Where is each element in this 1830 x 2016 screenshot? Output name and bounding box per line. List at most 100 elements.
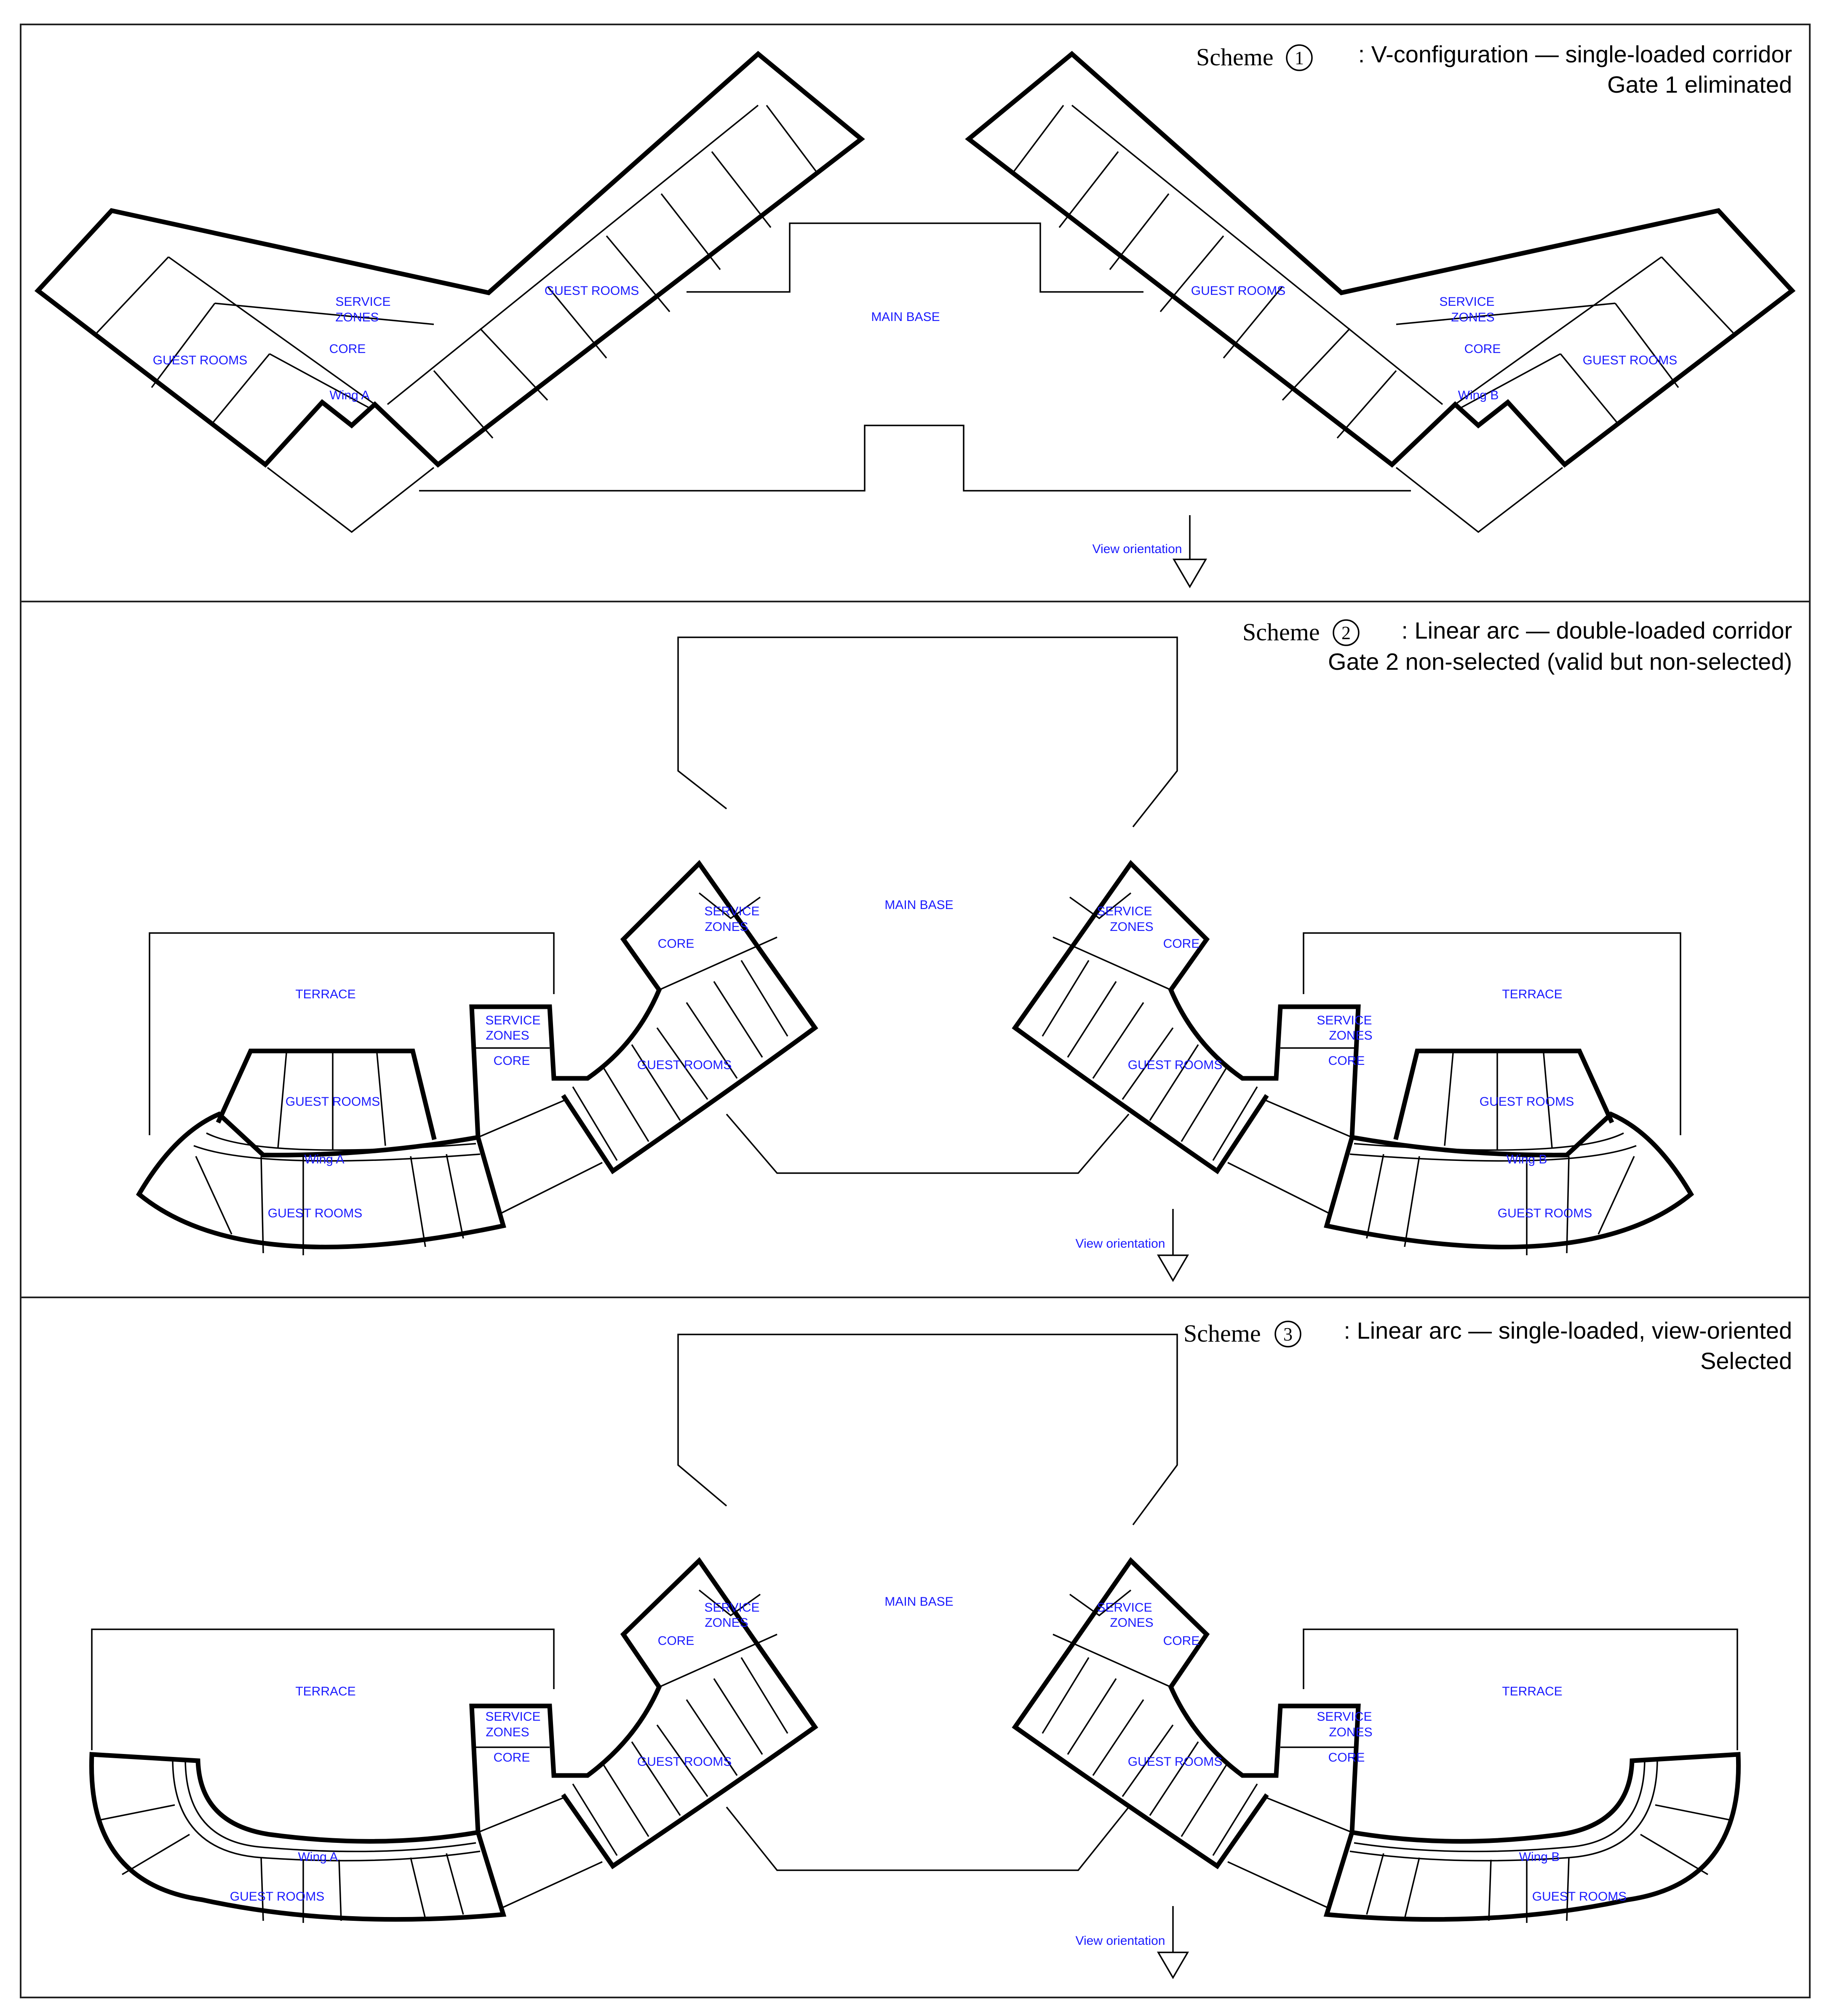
core-label: CORE <box>1464 342 1501 356</box>
scheme-1-labels: MAIN BASE GUEST ROOMS SERVICE ZONES CORE… <box>153 284 1677 402</box>
scheme-3-number: 3 <box>1283 1324 1293 1345</box>
service-label: SERVICE <box>1317 1013 1372 1027</box>
scheme-3-word: Scheme <box>1183 1320 1261 1347</box>
wing-b-u-arc <box>1323 1752 1741 1922</box>
guest-rooms-label: GUEST ROOMS <box>268 1206 362 1220</box>
view-orientation-label: View orientation <box>1093 542 1182 556</box>
zones-label: ZONES <box>1451 310 1494 324</box>
terrace-label: TERRACE <box>1502 987 1562 1001</box>
core-label: CORE <box>494 1054 530 1068</box>
service-label: SERVICE <box>1439 295 1494 309</box>
scheme-1-panel: Scheme 1 : V-configuration — single-load… <box>20 24 1811 602</box>
service-label: SERVICE <box>704 1601 759 1615</box>
scheme-1-title-block: Scheme 1 : V-configuration — single-load… <box>1196 41 1792 98</box>
wing-a-v-left-outline <box>34 51 865 468</box>
wing-b-label: Wing B <box>1507 1152 1547 1166</box>
guest-rooms-label: GUEST ROOMS <box>1583 353 1677 367</box>
view-orientation-label: View orientation <box>1076 1237 1165 1251</box>
wing-b-label: Wing B <box>1458 388 1499 402</box>
wing-a-v-left <box>34 51 865 533</box>
service-label: SERVICE <box>1317 1710 1372 1724</box>
guest-rooms-label: GUEST ROOMS <box>637 1755 732 1769</box>
wing-a-label: Wing A <box>298 1850 338 1864</box>
scheme-3-status: Selected <box>1700 1348 1792 1374</box>
zones-label: ZONES <box>1329 1029 1372 1043</box>
wing-b-v-right <box>965 51 1796 533</box>
zones-label: ZONES <box>1329 1725 1372 1739</box>
arrow-down-icon <box>1157 1254 1189 1282</box>
guest-rooms-label: GUEST ROOMS <box>1498 1206 1592 1220</box>
view-orientation-label: View orientation <box>1076 1934 1165 1948</box>
scheme-3-labels: MAIN BASE TERRACE SERVICE ZONES CORE SER… <box>230 1595 1627 1904</box>
core-label: CORE <box>1163 937 1200 951</box>
service-label: SERVICE <box>1097 1601 1152 1615</box>
panel-2-border <box>20 601 1811 1298</box>
main-base-3 <box>677 1334 1178 1871</box>
wing-b-label: Wing B <box>1519 1850 1560 1864</box>
scheme-2-title-block: Scheme 2 : Linear arc — double-loaded co… <box>1242 617 1792 675</box>
scheme-2-title: : Linear arc — double-loaded corridor <box>1401 617 1792 644</box>
zones-label: ZONES <box>1110 1616 1153 1630</box>
scheme-2-status: Gate 2 non-selected (valid but non-selec… <box>1328 648 1792 675</box>
wing-b-arc-2 <box>1012 860 1694 1255</box>
service-label: SERVICE <box>1097 904 1152 918</box>
terrace-right-2 <box>1303 932 1681 1135</box>
scheme-2-number: 2 <box>1341 623 1351 643</box>
arrow-down-icon <box>1172 559 1208 588</box>
guest-rooms-label: GUEST ROOMS <box>153 353 247 367</box>
core-label: CORE <box>658 937 695 951</box>
wing-b-v-right-outline <box>965 51 1796 468</box>
guest-rooms-label: GUEST ROOMS <box>637 1058 732 1072</box>
view-orientation-arrow-1: View orientation <box>1093 515 1208 588</box>
guest-rooms-label: GUEST ROOMS <box>286 1095 380 1109</box>
core-label: CORE <box>1163 1634 1200 1648</box>
core-label: CORE <box>658 1634 695 1648</box>
scheme-1-word: Scheme <box>1196 43 1274 71</box>
scheme-3-panel: Scheme 3 : Linear arc — single-loaded, v… <box>20 1297 1811 1998</box>
wing-a-arc-3 <box>89 1557 818 1923</box>
guest-rooms-label: GUEST ROOMS <box>1128 1755 1222 1769</box>
core-label: CORE <box>1328 1054 1365 1068</box>
zones-label: ZONES <box>705 1616 748 1630</box>
zones-label: ZONES <box>486 1725 529 1739</box>
wing-a-label: Wing A <box>304 1152 344 1166</box>
guest-rooms-label: GUEST ROOMS <box>1191 284 1285 298</box>
core-label: CORE <box>1328 1751 1365 1765</box>
wing-a-lower-arc <box>136 1111 506 1249</box>
zones-label: ZONES <box>705 920 748 934</box>
terrace-label: TERRACE <box>295 1684 355 1698</box>
scheme-1-status: Gate 1 eliminated <box>1607 71 1792 98</box>
service-label: SERVICE <box>485 1013 540 1027</box>
scheme-3-title: : Linear arc — single-loaded, view-orien… <box>1344 1317 1792 1344</box>
scheme-1-number: 1 <box>1295 48 1304 68</box>
wing-a-label: Wing A <box>329 388 369 402</box>
guest-rooms-label: GUEST ROOMS <box>1532 1890 1627 1904</box>
scheme-1-title: : V-configuration — single-loaded corrid… <box>1358 41 1792 67</box>
wing-b-lower-arc <box>1324 1111 1694 1249</box>
scheme-3-number-circle <box>1274 1321 1301 1348</box>
panel-3-border <box>20 1297 1811 1998</box>
guest-rooms-label: GUEST ROOMS <box>1480 1095 1574 1109</box>
service-label: SERVICE <box>704 904 759 918</box>
main-base-2 <box>677 636 1178 1174</box>
main-base-label: MAIN BASE <box>884 1595 953 1609</box>
guest-rooms-label: GUEST ROOMS <box>1128 1058 1222 1072</box>
view-orientation-arrow-3: View orientation <box>1076 1906 1189 1979</box>
core-label: CORE <box>329 342 366 356</box>
wing-a-arc-2 <box>136 860 818 1255</box>
arrow-down-icon <box>1157 1952 1189 1979</box>
service-label: SERVICE <box>485 1710 540 1724</box>
terrace-label: TERRACE <box>295 987 355 1001</box>
guest-rooms-label: GUEST ROOMS <box>545 284 639 298</box>
terrace-label: TERRACE <box>1502 1684 1562 1698</box>
scheme-2-panel: Scheme 2 : Linear arc — double-loaded co… <box>20 601 1811 1298</box>
terrace-left-3 <box>91 1628 555 1750</box>
main-base-label: MAIN BASE <box>871 310 940 324</box>
guest-rooms-label: GUEST ROOMS <box>230 1890 324 1904</box>
zones-label: ZONES <box>335 310 379 324</box>
scheme-2-number-circle <box>1333 619 1360 646</box>
core-label: CORE <box>494 1751 530 1765</box>
zones-label: ZONES <box>1110 920 1153 934</box>
wing-b-arc-3 <box>1012 1557 1741 1923</box>
